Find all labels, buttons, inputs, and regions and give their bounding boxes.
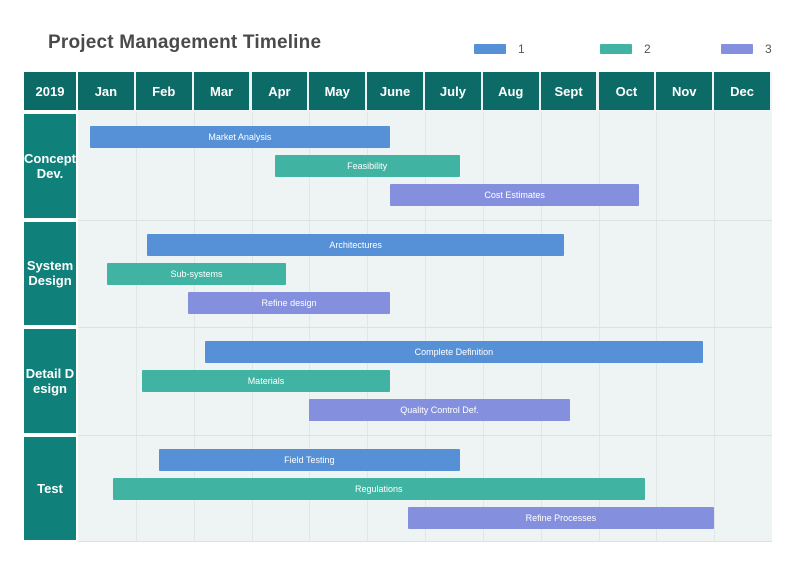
gantt-bar[interactable]: Regulations	[112, 477, 645, 500]
legend-item-1[interactable]: 1	[474, 42, 525, 56]
gantt-bar[interactable]: Quality Control Def.	[309, 399, 570, 421]
gantt-bar[interactable]: Refine design	[187, 291, 391, 314]
page-title: Project Management Timeline	[48, 32, 322, 53]
header-cell-mar: Mar	[193, 72, 250, 110]
category-cell-detail-design: Detail Design	[24, 329, 76, 433]
header-cell-may: May	[309, 72, 366, 110]
gantt-bar[interactable]: Materials	[141, 370, 391, 392]
legend-swatch-icon	[600, 44, 632, 54]
gantt-bar[interactable]: Cost Estimates	[390, 184, 639, 206]
gantt-bar[interactable]: Architectures	[147, 233, 564, 256]
header-cell-june: June	[367, 72, 423, 110]
category-cell-system-design: System Design	[24, 221, 76, 325]
gantt-bar[interactable]: Field Testing	[158, 448, 460, 471]
category-cell-test: Test	[24, 436, 76, 540]
legend-item-3[interactable]: 3	[721, 42, 772, 56]
header-cell-year: 2019	[24, 72, 76, 110]
gantt-bar[interactable]: Complete Definition	[205, 341, 703, 363]
gridline-horizontal	[78, 327, 772, 328]
legend-swatch-icon	[474, 44, 506, 54]
legend-label: 1	[518, 42, 525, 56]
header-cell-aug: Aug	[482, 72, 539, 110]
header-cell-feb: Feb	[135, 72, 192, 110]
gridline-horizontal	[78, 219, 772, 221]
header-cell-dec: Dec	[714, 72, 770, 110]
gridline-horizontal	[78, 434, 772, 436]
header-cell-jan: Jan	[78, 72, 134, 110]
legend-swatch-icon	[721, 44, 753, 54]
header-cell-nov: Nov	[656, 72, 713, 110]
header-cell-apr: Apr	[251, 72, 308, 110]
header-cell-july: July	[425, 72, 481, 110]
legend-item-2[interactable]: 2	[600, 42, 651, 56]
gantt-bar[interactable]: Sub-systems	[106, 262, 287, 285]
gantt-bar[interactable]: Refine Processes	[407, 506, 715, 529]
legend-label: 3	[765, 42, 772, 56]
gantt-bar[interactable]: Market Analysis	[89, 126, 391, 148]
header-cell-oct: Oct	[598, 72, 655, 110]
gridline-horizontal	[78, 541, 772, 542]
legend-label: 2	[644, 42, 651, 56]
category-cell-concept-dev: Concept Dev.	[24, 114, 76, 218]
header-cell-sept: Sept	[540, 72, 597, 110]
gantt-bar[interactable]: Feasibility	[274, 155, 460, 177]
